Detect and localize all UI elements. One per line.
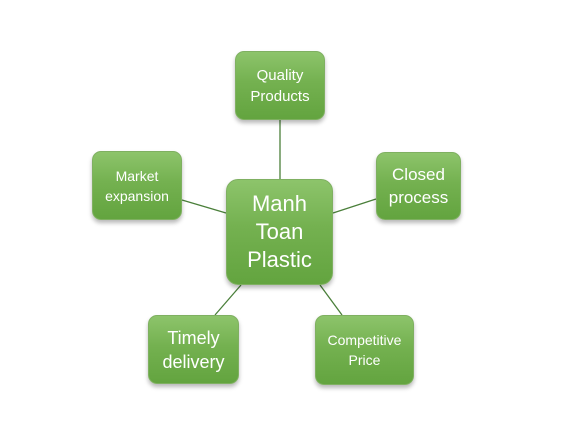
quality-products-node: Quality Products bbox=[235, 51, 325, 120]
market-expansion-node: Market expansion bbox=[92, 151, 182, 220]
closed-process-node: Closed process bbox=[376, 152, 461, 220]
manh-toan-plastic-center-node: Manh Toan Plastic bbox=[226, 179, 333, 285]
connector-competitive bbox=[319, 284, 343, 316]
competitive-price-node: Competitive Price bbox=[315, 315, 414, 385]
connector-closed bbox=[332, 198, 377, 214]
connector-market bbox=[181, 199, 227, 214]
connector-timely bbox=[214, 284, 242, 316]
timely-delivery-node: Timely delivery bbox=[148, 315, 239, 384]
